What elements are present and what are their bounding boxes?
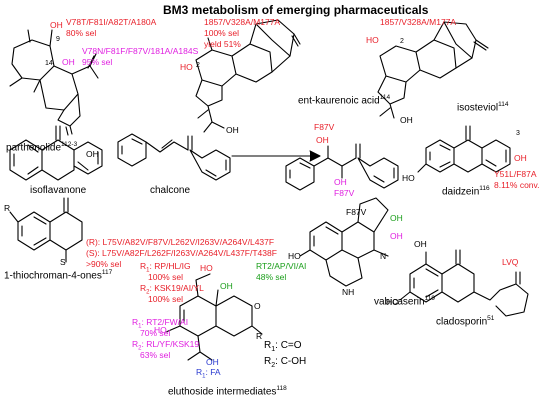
eluthoside-ho-top: HO — [200, 263, 213, 273]
chalcone-mutant-red: F87V — [314, 122, 335, 132]
kaurenoic-yield: yield 51% — [204, 39, 241, 49]
chalcone-structure — [117, 133, 231, 181]
vabicaserin-oh-green: OH — [390, 213, 403, 223]
daidzein-mutant: Y51L/F87A — [494, 169, 537, 179]
isosteviol-name: isosteviol114 — [457, 101, 509, 114]
cladosporin-name: cladosporin51 — [436, 315, 495, 328]
thiochroman-r-variant: (R): L75V/A82V/F87V/L262V/I263V/A264V/L4… — [86, 237, 275, 247]
parthenolide-position-14: 14 — [45, 60, 53, 67]
vabicaserin-structure — [299, 197, 389, 287]
eluthoside-green-mutant: RT2/AP/VI/AI — [256, 261, 307, 271]
eluthoside-key-r2: R2: C-OH — [264, 356, 307, 369]
eluthoside-o: O — [254, 301, 261, 311]
thiochroman-r: R — [4, 203, 11, 213]
eluthoside-key-r1: R1: C=O — [264, 340, 302, 353]
eluthoside-r2-mid: R2: RL/YF/KSK19 — [132, 339, 200, 352]
isosteviol-ho: HO — [366, 35, 379, 45]
eluthoside-r1-top: R1: RP/HL/IG — [140, 261, 191, 274]
eluthoside-r2-top: R2: KSK19/AI/YL — [140, 283, 204, 296]
parthenolide-position-9: 9 — [56, 36, 60, 43]
chalcone-name: chalcone — [150, 185, 191, 196]
isosteviol-oh: OH — [400, 115, 413, 125]
kaurenoic-ho: HO — [180, 62, 193, 72]
diol-oh-red: OH — [316, 135, 329, 145]
kaurenoic-selectivity: 100% sel — [204, 28, 239, 38]
kaurenoic-oh-acid: OH — [226, 125, 239, 135]
eluthoside-blue-mutant: R1: FA — [196, 367, 221, 380]
cladosporin-structure — [399, 249, 529, 317]
kaurenoic-mutant: 1857/V328A/M177A — [204, 17, 281, 27]
isoflavanone-structure — [9, 125, 103, 181]
kaurenoic-name: ent-kaurenoic acid114 — [298, 94, 391, 107]
eluthoside-r: R — [256, 331, 263, 341]
diol-product-structure — [285, 143, 399, 191]
eluthoside-r2-mid-sel: 63% sel — [140, 350, 171, 360]
kaurenoic-position-2: 2 — [196, 62, 200, 69]
isoflavanone-oh: OH — [86, 149, 99, 159]
parthenolide-structure — [9, 29, 99, 136]
isosteviol-mutant: 1857/V328A/M177A — [380, 17, 457, 27]
thiochroman-name: 1-thiochroman-4-ones117 — [4, 269, 113, 282]
eluthoside-oh-blue: OH — [206, 357, 219, 367]
vabicaserin-n: N — [380, 251, 387, 261]
vabicaserin-oh-magenta: OH — [390, 231, 403, 241]
parthenolide-oh-9: OH — [50, 20, 63, 30]
daidzein-name: daidzein116 — [442, 185, 490, 198]
daidzein-oh: OH — [514, 153, 527, 163]
parthenolide-mutant-magenta: V78N/F81F/F87V/181A/A184S — [82, 46, 199, 56]
vabicaserin-nh: NH — [342, 287, 355, 297]
thiochroman-s-variant: (S): L75V/A82F/L262F/I263V/A264V/L437F/T… — [86, 248, 277, 258]
eluthoside-r1-mid: R1: RT2/FW/AI — [132, 317, 189, 330]
daidzein-position-3: 3 — [516, 130, 520, 137]
daidzein-structure — [417, 125, 511, 173]
thiochroman-s: S — [60, 257, 66, 267]
eluthoside-structure — [165, 273, 263, 361]
thiochroman-selectivity: >90% sel — [86, 259, 122, 269]
parthenolide-oh-14: OH — [62, 57, 75, 67]
eluthoside-name: eluthoside intermediates118 — [168, 385, 287, 398]
daidzein-ho: HO — [402, 173, 415, 183]
reaction-arrow — [231, 150, 321, 162]
parthenolide-selectivity-red: 80% sel — [66, 28, 97, 38]
cladosporin-mutant: LVQ — [502, 257, 519, 267]
vabicaserin-name: vabicaserin119 — [374, 295, 435, 308]
vabicaserin-mutant: F87V — [346, 207, 367, 217]
cladosporin-oh: OH — [414, 239, 427, 249]
eluthoside-green-selectivity: 48% sel — [256, 272, 287, 282]
parthenolide-name: parthenolide112-3 — [6, 141, 78, 154]
eluthoside-r1-top-sel: 100% sel — [148, 272, 183, 282]
isoflavanone-name: isoflavanone — [30, 185, 87, 196]
daidzein-conversion: 8.11% conv. — [494, 180, 540, 190]
parthenolide-selectivity-magenta: 95% sel — [82, 57, 113, 67]
thiochroman-structure — [9, 197, 83, 263]
figure-title: BM3 metabolism of emerging pharmaceutica… — [163, 3, 429, 17]
chalcone-mutant-magenta: F87V — [334, 188, 355, 198]
cladosporin-ho: HO — [386, 297, 399, 307]
eluthoside-ho-left: HO — [154, 325, 167, 335]
eluthoside-r1-mid-sel: 70% sel — [140, 328, 171, 338]
eluthoside-oh-green: OH — [220, 281, 233, 291]
diol-oh-magenta: OH — [334, 177, 347, 187]
isosteviol-position-2: 2 — [400, 38, 404, 45]
kaurenoic-structure — [195, 19, 301, 133]
parthenolide-mutant-red: V78T/F81I/A82T/A180A — [66, 17, 157, 27]
eluthoside-r2-top-sel: 100% sel — [148, 294, 183, 304]
isosteviol-structure — [377, 21, 489, 119]
vabicaserin-ho: HO — [288, 251, 301, 261]
